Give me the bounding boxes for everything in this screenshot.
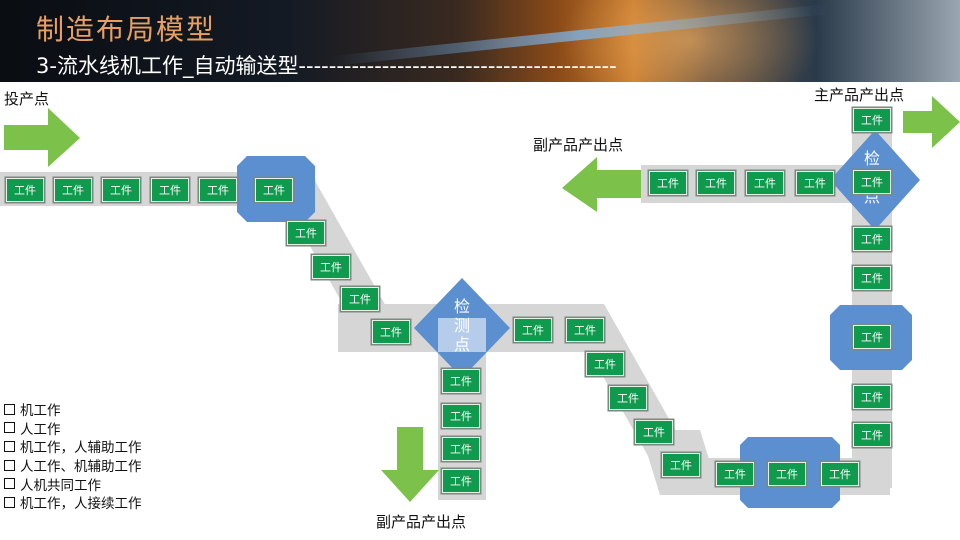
legend-label: 人工作、机辅助工作 — [20, 459, 142, 476]
legend-item: 人工作 — [4, 419, 142, 438]
page-title: 制造布局模型 — [36, 13, 217, 46]
page-subtitle: 3-流水线机工作_自动输送型--------------------------… — [36, 54, 617, 78]
workpiece: 工件 — [853, 423, 891, 447]
workpiece: 工件 — [853, 170, 891, 194]
by-output-arrow-top — [562, 157, 641, 212]
legend-label: 机工作 — [20, 403, 61, 420]
inspection-char: 测 — [453, 316, 470, 335]
workpiece: 工件 — [697, 171, 735, 195]
workpiece: 工件 — [746, 171, 784, 195]
workpiece: 工件 — [442, 404, 480, 428]
workpiece: 工件 — [853, 385, 891, 409]
input-arrow — [4, 108, 80, 167]
checkbox-icon — [4, 496, 15, 508]
workpiece: 工件 — [716, 462, 754, 486]
inspection-char: 检 — [453, 297, 470, 316]
workpiece: 工件 — [151, 178, 189, 202]
workpiece: 工件 — [442, 369, 480, 393]
workpiece: 工件 — [796, 171, 834, 195]
by-output-arrow-bottom — [381, 427, 439, 502]
workpiece: 工件 — [821, 462, 859, 486]
header-banner: 制造布局模型 3-流水线机工作_自动输送型-------------------… — [0, 0, 960, 82]
workpiece: 工件 — [853, 325, 891, 349]
workpiece: 工件 — [662, 453, 700, 477]
workpiece: 工件 — [372, 320, 410, 344]
workpiece: 工件 — [586, 352, 624, 376]
by-product-output-label-top: 副产品产出点 — [533, 136, 624, 154]
inspection-char: 检 — [863, 149, 880, 168]
workpiece: 工件 — [853, 227, 891, 251]
legend: 机工作 人工作 机工作，人辅助工作 人工作、机辅助工作 人机共同工作 机工作，人… — [4, 400, 142, 512]
workpiece: 工件 — [199, 178, 237, 202]
legend-item: 机工作，人辅助工作 — [4, 437, 142, 456]
inspection-char: 点 — [453, 335, 470, 354]
workpiece: 工件 — [102, 178, 140, 202]
workpiece: 工件 — [312, 255, 350, 279]
workpiece: 工件 — [6, 178, 44, 202]
workpiece: 工件 — [609, 386, 647, 410]
inspection-point-middle-label: 检 测 点 — [450, 297, 474, 354]
input-point-label: 投产点 — [4, 90, 50, 108]
by-product-output-label-bottom: 副产品产出点 — [376, 513, 467, 531]
inspection-node-middle-highlight — [438, 318, 486, 352]
transfer-node-bottom-2 — [782, 437, 840, 508]
workpiece: 工件 — [768, 462, 806, 486]
workpiece: 工件 — [287, 221, 325, 245]
transfer-nodes — [237, 156, 912, 508]
workpiece: 工件 — [514, 318, 552, 342]
workpiece: 工件 — [341, 287, 379, 311]
legend-item: 机工作 — [4, 400, 142, 419]
workpiece: 工件 — [566, 318, 604, 342]
legend-item: 人机共同工作 — [4, 474, 142, 494]
legend-label: 机工作，人接续工作 — [20, 496, 142, 513]
checkbox-icon — [4, 478, 15, 490]
workpiece: 工件 — [442, 437, 480, 461]
legend-label: 机工作，人辅助工作 — [20, 440, 142, 457]
arrows — [4, 96, 960, 502]
legend-item: 人工作、机辅助工作 — [4, 456, 142, 475]
workpiece: 工件 — [853, 266, 891, 290]
legend-label: 人工作 — [20, 421, 61, 438]
workpiece: 工件 — [649, 171, 687, 195]
checkbox-icon — [4, 440, 15, 452]
workpiece: 工件 — [255, 178, 293, 202]
legend-item: 机工作，人接续工作 — [4, 493, 142, 512]
workpiece: 工件 — [635, 420, 673, 444]
main-output-label: 主产品产出点 — [814, 86, 905, 104]
checkbox-icon — [4, 459, 15, 471]
workpiece: 工件 — [442, 469, 480, 493]
checkbox-icon — [4, 422, 15, 434]
workpiece: 工件 — [54, 178, 92, 202]
checkbox-icon — [4, 403, 15, 415]
legend-label: 人机共同工作 — [20, 477, 101, 494]
workpiece: 工件 — [853, 108, 891, 132]
main-output-arrow — [903, 96, 960, 148]
